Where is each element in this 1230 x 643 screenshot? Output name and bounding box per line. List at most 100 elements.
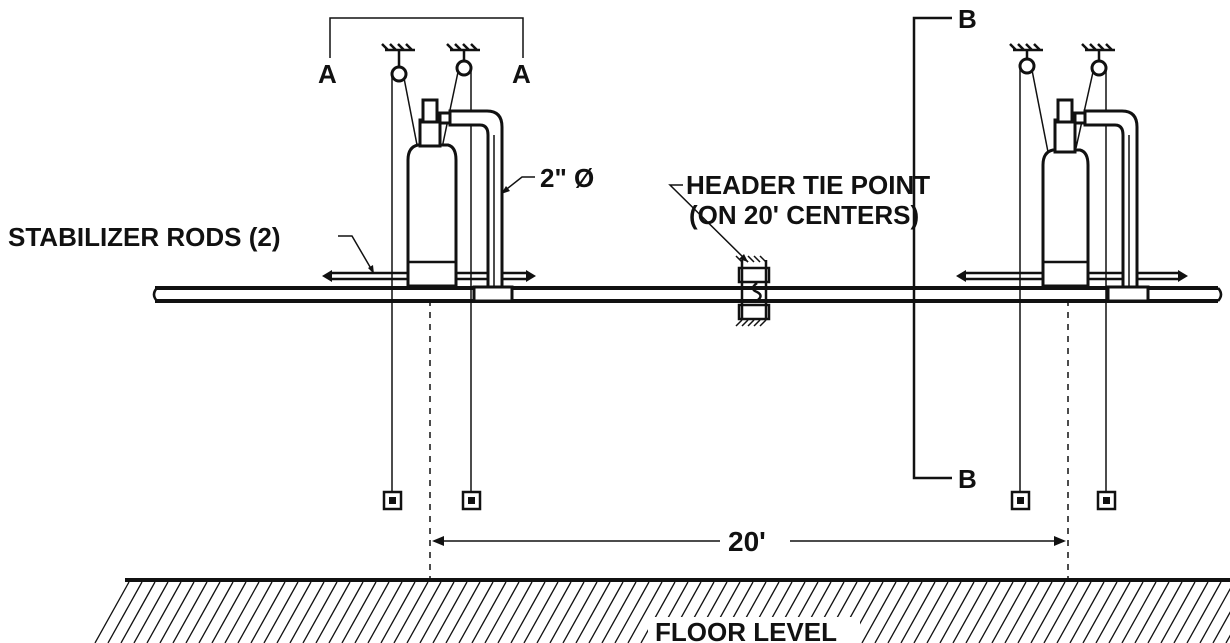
floor-hatch-stroke	[549, 581, 585, 643]
pipe-size-label: 2" Ø	[540, 163, 594, 193]
floor-hatch-stroke	[588, 581, 624, 643]
pipe-size-arrowhead	[501, 186, 510, 194]
tie-hatch	[735, 255, 767, 327]
floor-hatch-stroke	[1212, 611, 1230, 643]
section-b-top-label: B	[958, 4, 977, 34]
floor-hatch-stroke	[978, 581, 1014, 643]
left-counterweight-1	[382, 490, 403, 511]
floor-hatch-stroke	[315, 581, 351, 643]
floor-hatch-stroke	[445, 581, 481, 643]
stabilizer-callout: STABILIZER RODS (2)	[8, 222, 374, 274]
header-pipe-break-left	[152, 287, 158, 302]
left-cylinder-valve	[418, 118, 442, 148]
right-pulley-2	[1090, 59, 1108, 77]
floor-hatch-stroke	[211, 581, 247, 643]
left-pipe-saddle	[472, 285, 514, 303]
right-valve-cap	[1056, 98, 1074, 124]
floor-hatch-stroke	[107, 581, 143, 643]
right-ceiling-anchor-1	[1009, 43, 1043, 52]
floor-hatch-stroke	[367, 581, 403, 643]
floor-hatch-stroke	[523, 581, 559, 643]
floor: FLOOR LEVEL	[94, 578, 1230, 643]
stabilizer-rods-label: STABILIZER RODS (2)	[8, 222, 281, 252]
floor-hatch-stroke	[458, 581, 494, 643]
floor-hatch-stroke	[172, 581, 208, 643]
floor-hatch-stroke	[302, 581, 338, 643]
left-ceiling-anchor-1	[381, 43, 415, 52]
section-b-bottom-label: B	[958, 464, 977, 494]
floor-hatch-stroke	[1121, 581, 1157, 643]
floor-hatch-stroke	[497, 581, 533, 643]
floor-hatch-stroke	[939, 581, 975, 643]
spacing-dimension-label: 20'	[728, 526, 766, 557]
floor-hatch-stroke	[393, 581, 429, 643]
floor-hatch-stroke	[185, 581, 221, 643]
floor-hatch-stroke	[627, 581, 663, 643]
header-tie-leader	[668, 184, 749, 263]
left-counterweight-1-core	[389, 497, 396, 504]
floor-hatch-stroke	[1199, 587, 1230, 643]
right-cylinder-valve	[1053, 118, 1077, 154]
floor-hatch-stroke	[133, 581, 169, 643]
right-counterweight-1-core	[1017, 497, 1024, 504]
floor-hatch-stroke	[328, 581, 364, 643]
floor-hatch-stroke	[1082, 581, 1118, 643]
right-cable-to-cylinder	[1031, 69, 1049, 153]
floor-hatch-stroke	[1017, 581, 1053, 643]
floor-hatch-stroke	[250, 581, 286, 643]
right-cylinder-body	[1041, 148, 1090, 288]
left-cable-to-cylinder	[403, 77, 419, 151]
floor-hatch-stroke	[159, 581, 195, 643]
tie-break-symbol	[751, 282, 762, 304]
tie-side-lines	[740, 260, 768, 320]
floor-label-bg	[648, 617, 860, 643]
floor-hatch-stroke	[224, 581, 260, 643]
tie-upper-block	[737, 266, 771, 284]
floor-hatch-stroke	[146, 581, 182, 643]
left-cylinder-body	[406, 143, 458, 288]
header-pipe	[152, 286, 1223, 303]
left-stabilizer-arrow-right	[526, 270, 536, 282]
right-counterweight-2-core	[1103, 497, 1110, 504]
floor-hatch-stroke	[1095, 581, 1131, 643]
floor-hatch-stroke	[1186, 581, 1222, 643]
left-ceiling-anchor-2	[446, 43, 480, 52]
floor-hatch-stroke	[289, 581, 325, 643]
floor-hatch-stroke	[406, 581, 442, 643]
floor-hatch-stroke	[1173, 581, 1209, 643]
section-a-left-label: A	[318, 59, 337, 89]
floor-hatch-stroke	[1134, 581, 1170, 643]
floor-hatching	[94, 581, 1230, 643]
floor-hatch-stroke	[432, 581, 468, 643]
header-tie-point: HEADER TIE POINT (ON 20' CENTERS)	[668, 170, 930, 327]
floor-hatch-stroke	[575, 581, 611, 643]
section-a-bracket	[329, 17, 524, 58]
floor-hatch-stroke	[887, 581, 923, 643]
left-stabilizer-arrow-left	[322, 270, 332, 282]
header-tie-arrowhead	[739, 254, 748, 262]
right-pipe-saddle	[1106, 285, 1150, 303]
floor-hatch-stroke	[263, 581, 299, 643]
left-hanger-assembly	[322, 43, 536, 578]
floor-hatch-stroke	[1147, 581, 1183, 643]
right-counterweight-1	[1010, 490, 1031, 511]
dimension-arrow-right	[1054, 536, 1066, 546]
dimension-arrow-left	[432, 536, 444, 546]
section-b-line	[912, 16, 952, 480]
floor-hatch-stroke	[965, 581, 1001, 643]
floor-hatch-stroke	[380, 581, 416, 643]
floor-hatch-stroke	[900, 581, 936, 643]
floor-hatch-stroke	[601, 581, 637, 643]
left-counterweight-2-core	[468, 497, 475, 504]
floor-hatch-stroke	[1004, 581, 1040, 643]
header-tie-label-line1: HEADER TIE POINT	[686, 170, 930, 200]
right-counterweight-2	[1096, 490, 1117, 511]
floor-hatch-stroke	[926, 581, 962, 643]
floor-hatch-stroke	[536, 581, 572, 643]
section-b-marker: B B	[912, 4, 977, 494]
section-a-marker: A A	[318, 17, 531, 89]
right-stabilizer-arrow-left	[956, 270, 966, 282]
header-pipe-break-right	[1217, 287, 1223, 302]
right-hanger-assembly	[956, 43, 1188, 578]
